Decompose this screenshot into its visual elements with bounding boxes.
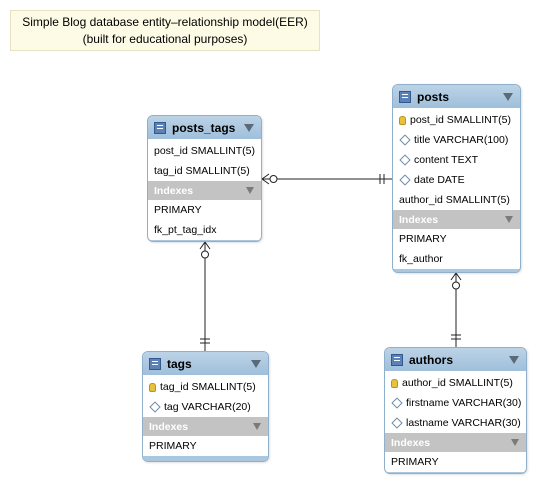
table-footer <box>393 269 520 272</box>
indexes-label: Indexes <box>149 420 189 433</box>
column-row[interactable]: post_id SMALLINT(5) <box>393 110 520 130</box>
column-label: tag_id SMALLINT(5) <box>154 165 250 177</box>
indexes-header[interactable]: Indexes <box>148 181 261 200</box>
column-row[interactable]: date DATE <box>393 170 520 190</box>
table-title: posts_tags <box>172 120 236 135</box>
table-tags[interactable]: tags tag_id SMALLINT(5) tag VARCHAR(20) … <box>142 351 269 462</box>
indexes-header[interactable]: Indexes <box>385 433 526 452</box>
column-label: post_id SMALLINT(5) <box>154 145 255 157</box>
key-icon <box>391 378 398 388</box>
column-label: tag VARCHAR(20) <box>164 401 251 413</box>
indexes-header[interactable]: Indexes <box>143 417 268 436</box>
table-header[interactable]: posts_tags <box>148 116 261 139</box>
table-authors[interactable]: authors author_id SMALLINT(5) firstname … <box>384 347 527 474</box>
table-posts-tags[interactable]: posts_tags post_id SMALLINT(5) tag_id SM… <box>147 115 262 242</box>
index-label: fk_author <box>399 253 443 265</box>
table-posts[interactable]: posts post_id SMALLINT(5) title VARCHAR(… <box>392 84 521 273</box>
relation-authors-to-posts <box>450 272 462 347</box>
column-label: content TEXT <box>414 154 479 166</box>
column-label: post_id SMALLINT(5) <box>410 114 511 126</box>
collapse-triangle-icon[interactable] <box>509 355 519 364</box>
index-row[interactable]: PRIMARY <box>143 436 268 456</box>
table-title: posts <box>417 89 450 104</box>
index-label: PRIMARY <box>149 440 197 452</box>
column-label: title VARCHAR(100) <box>414 134 509 146</box>
column-row[interactable]: author_id SMALLINT(5) <box>393 190 520 210</box>
index-label: fk_pt_tag_idx <box>154 224 217 236</box>
table-icon <box>391 353 403 366</box>
table-footer <box>148 240 261 241</box>
column-label: date DATE <box>414 174 465 186</box>
diamond-icon <box>391 417 403 429</box>
index-row[interactable]: PRIMARY <box>385 452 526 472</box>
column-row[interactable]: tag_id SMALLINT(5) <box>148 161 261 181</box>
relation-posts-to-posts-tags <box>261 173 392 185</box>
diamond-icon <box>391 397 403 409</box>
table-title: tags <box>167 356 192 371</box>
indexes-label: Indexes <box>154 184 194 197</box>
column-label: lastname VARCHAR(30) <box>406 417 521 429</box>
indexes-label: Indexes <box>391 436 431 449</box>
table-icon <box>149 357 161 370</box>
diamond-icon <box>399 174 411 186</box>
indexes-label: Indexes <box>399 213 439 226</box>
diamond-icon <box>149 401 161 413</box>
key-icon <box>399 115 406 125</box>
column-row[interactable]: lastname VARCHAR(30) <box>385 413 526 433</box>
collapse-triangle-icon[interactable] <box>505 216 513 223</box>
column-row[interactable]: title VARCHAR(100) <box>393 130 520 150</box>
table-footer <box>385 472 526 473</box>
collapse-triangle-icon[interactable] <box>253 423 261 430</box>
diamond-icon <box>399 134 411 146</box>
index-label: PRIMARY <box>399 233 447 245</box>
table-title: authors <box>409 352 454 367</box>
collapse-triangle-icon[interactable] <box>511 439 519 446</box>
table-header[interactable]: posts <box>393 85 520 108</box>
collapse-triangle-icon[interactable] <box>246 187 254 194</box>
column-label: author_id SMALLINT(5) <box>399 194 510 206</box>
column-row[interactable]: content TEXT <box>393 150 520 170</box>
key-icon <box>149 382 156 392</box>
index-row[interactable]: fk_author <box>393 249 520 269</box>
note-line-2: (built for educational purposes) <box>82 32 248 46</box>
column-row[interactable]: firstname VARCHAR(30) <box>385 393 526 413</box>
indexes-header[interactable]: Indexes <box>393 210 520 229</box>
column-label: author_id SMALLINT(5) <box>402 377 513 389</box>
column-label: firstname VARCHAR(30) <box>406 397 522 409</box>
table-footer <box>143 456 268 461</box>
index-label: PRIMARY <box>154 204 202 216</box>
index-row[interactable]: PRIMARY <box>148 200 261 220</box>
table-header[interactable]: authors <box>385 348 526 371</box>
relation-tags-to-posts-tags <box>199 241 211 351</box>
table-icon <box>399 90 411 103</box>
index-row[interactable]: PRIMARY <box>393 229 520 249</box>
column-row[interactable]: post_id SMALLINT(5) <box>148 141 261 161</box>
collapse-triangle-icon[interactable] <box>244 123 254 132</box>
table-icon <box>154 121 166 134</box>
table-header[interactable]: tags <box>143 352 268 375</box>
collapse-triangle-icon[interactable] <box>503 92 513 101</box>
note-line-1: Simple Blog database entity–relationship… <box>22 15 308 29</box>
index-label: PRIMARY <box>391 456 439 468</box>
column-row[interactable]: tag VARCHAR(20) <box>143 397 268 417</box>
diamond-icon <box>399 154 411 166</box>
diagram-note[interactable]: Simple Blog database entity–relationship… <box>10 10 320 51</box>
collapse-triangle-icon[interactable] <box>251 359 261 368</box>
column-row[interactable]: tag_id SMALLINT(5) <box>143 377 268 397</box>
column-label: tag_id SMALLINT(5) <box>160 381 256 393</box>
index-row[interactable]: fk_pt_tag_idx <box>148 220 261 240</box>
column-row[interactable]: author_id SMALLINT(5) <box>385 373 526 393</box>
